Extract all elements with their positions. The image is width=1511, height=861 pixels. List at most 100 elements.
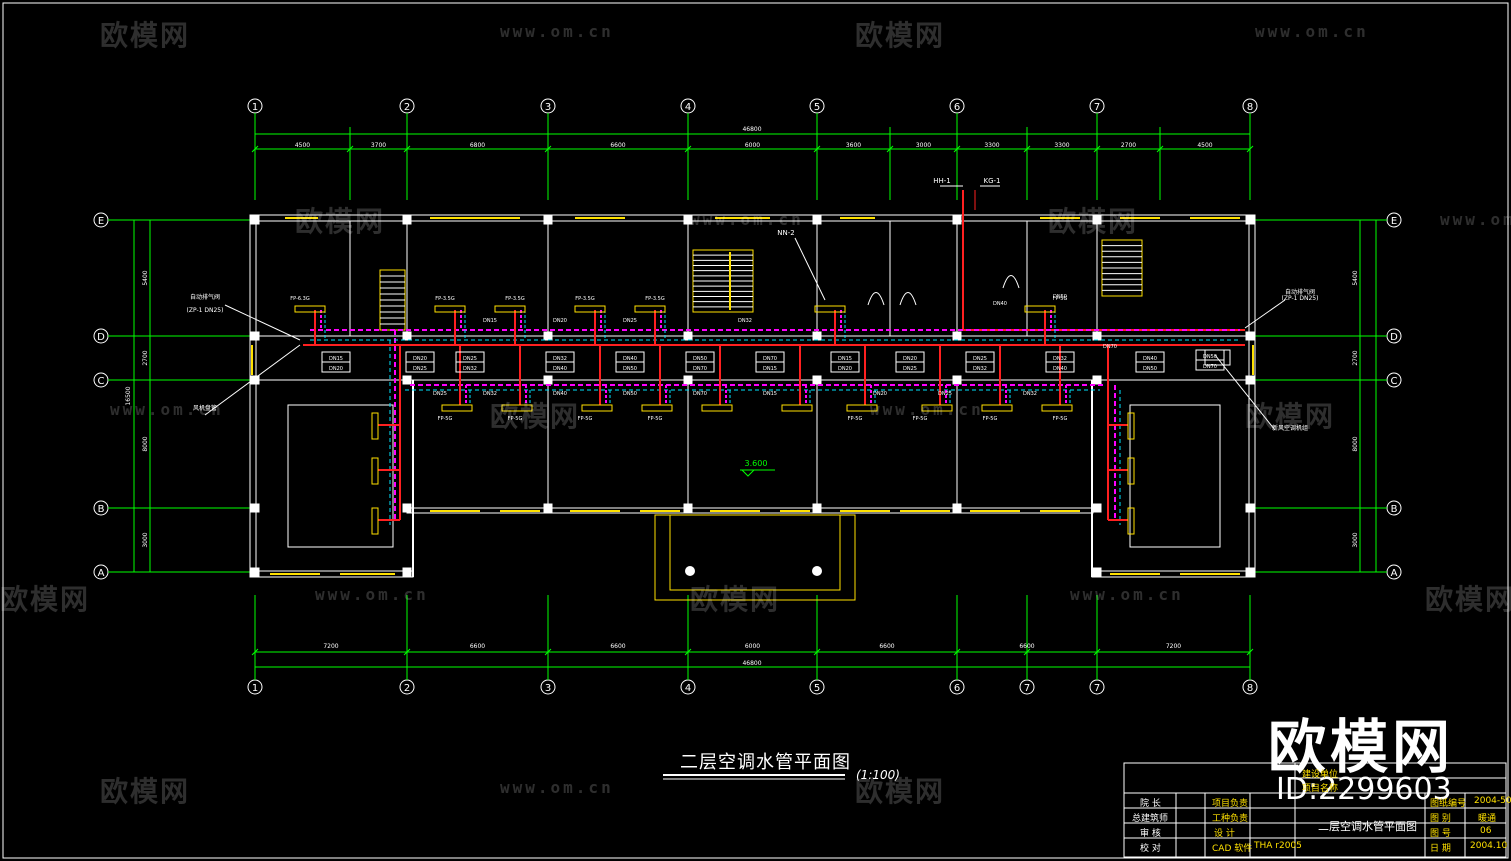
fan-coil-unit [294, 305, 326, 313]
dim-text: 7200 [323, 643, 338, 650]
pipe-size-text: DN25 [903, 366, 917, 372]
dim-text: 3000 [142, 532, 149, 547]
axis-number: 2 [404, 102, 410, 113]
pipe-size-text: DN25 [413, 366, 427, 372]
entrance-porch [654, 514, 856, 601]
dim-text: 8000 [142, 436, 149, 451]
axis-letter: B [1391, 504, 1398, 515]
dim-text: 5400 [1352, 270, 1359, 285]
fan-coil-unit [371, 507, 379, 535]
fan-coil-unit [371, 412, 379, 440]
tb-cell: 2004.10 [1470, 841, 1508, 851]
structural-column [250, 331, 260, 341]
axis-number: 1 [252, 102, 258, 113]
structural-column [1245, 375, 1255, 385]
dim-tick [403, 648, 411, 656]
structural-column [1092, 215, 1102, 225]
pipe-size-text: DN20 [838, 366, 852, 372]
dim-tick [251, 648, 259, 656]
fan-coil-label: FP-5G [983, 416, 998, 422]
tb-cell: 日 期 [1430, 844, 1451, 854]
drawing-title: 二层空调水管平面图 [680, 752, 851, 773]
dim-tick [1246, 648, 1254, 656]
dim-tick [403, 145, 411, 153]
pipe-size-text: DN32 [1053, 356, 1067, 362]
fan-coil-label: FP-5G [438, 416, 453, 422]
outer-wall-east [1248, 214, 1256, 578]
fan-coil-unit [1127, 412, 1135, 440]
dim-text: 3000 [916, 142, 931, 149]
tb-cell: 图 号 [1430, 829, 1451, 839]
structural-column [952, 503, 962, 513]
pipe-size-text: DN40 [623, 356, 637, 362]
dim-tick [1093, 648, 1101, 656]
dim-text: 2700 [142, 350, 149, 365]
axis-number: 4 [685, 683, 691, 694]
dim-tick [813, 145, 821, 153]
structural-column [1245, 567, 1255, 577]
structural-column [952, 375, 962, 385]
fan-coil-unit [434, 305, 466, 313]
pipe-size-text: DN32 [463, 366, 477, 372]
dim-tick [886, 145, 894, 153]
tb-cell: 2004-50 [1474, 796, 1511, 806]
riser-label: KG-1 [984, 177, 1001, 185]
pipe-size-text: DN20 [329, 366, 343, 372]
pipe-size-text: DN25 [433, 391, 447, 397]
wing-room-east [1129, 404, 1221, 548]
axis-number: 6 [954, 102, 960, 113]
structural-column [250, 375, 260, 385]
structural-column [812, 375, 822, 385]
fan-coil-unit [634, 305, 666, 313]
pipe-size-text: DN50 [623, 391, 637, 397]
axis-letter: A [1391, 568, 1398, 579]
axis-letter: D [97, 332, 105, 343]
pipe-size-text: DN32 [738, 318, 752, 324]
pipe-size-text: DN40 [1053, 366, 1067, 372]
structural-column [250, 503, 260, 513]
ahu-symbol [1204, 349, 1231, 366]
structural-column [543, 375, 553, 385]
callout-leader [204, 344, 301, 416]
fan-coil-label: FP-3.5G [505, 296, 525, 302]
pipe-size-text: DN40 [1143, 356, 1157, 362]
axis-letter: B [98, 504, 105, 515]
tb-cell: 建设单位 [1302, 770, 1339, 780]
callout-leader [1214, 354, 1276, 431]
dim-text: 3300 [1054, 142, 1069, 149]
axis-number: 7 [1094, 102, 1100, 113]
callout-leader [1244, 299, 1286, 329]
fan-coil-label: FP-3.5G [435, 296, 455, 302]
dim-tick [544, 648, 552, 656]
fan-coil-unit [574, 305, 606, 313]
pipe-size-text: DN50 [1143, 366, 1157, 372]
callout-text: (ZP-1 DN25) [187, 307, 224, 314]
dim-tick [1246, 145, 1254, 153]
axis-letter: C [98, 376, 105, 387]
pipe-size-text: DN32 [1023, 391, 1037, 397]
pipe-size-text: DN15 [763, 366, 777, 372]
pipe-size-text: DN70 [763, 356, 777, 362]
fan-coil-label: FP-5G [578, 416, 593, 422]
tb-cell: 总建筑师 [1132, 814, 1169, 824]
pipe-size-text: DN15 [838, 356, 852, 362]
fan-coil-unit [846, 404, 878, 412]
dim-text: 6600 [470, 643, 485, 650]
pipe-size-text: DN20 [413, 356, 427, 362]
axis-number: 3 [545, 102, 551, 113]
axis-number: 5 [814, 683, 820, 694]
dim-text: 4500 [295, 142, 310, 149]
tb-cell: 图纸编号 [1430, 799, 1467, 809]
pipe-size-text: DN25 [973, 356, 987, 362]
dim-text: 2700 [1352, 350, 1359, 365]
door-swing [867, 292, 885, 306]
fan-coil-label: FP-5G [1053, 296, 1068, 302]
fan-coil-label: FP-6.3G [290, 296, 310, 302]
pipe-size-text: DN15 [763, 391, 777, 397]
pipe-size-text: DN32 [483, 391, 497, 397]
fan-coil-label: FP-5G [848, 416, 863, 422]
dim-text: 6600 [610, 142, 625, 149]
